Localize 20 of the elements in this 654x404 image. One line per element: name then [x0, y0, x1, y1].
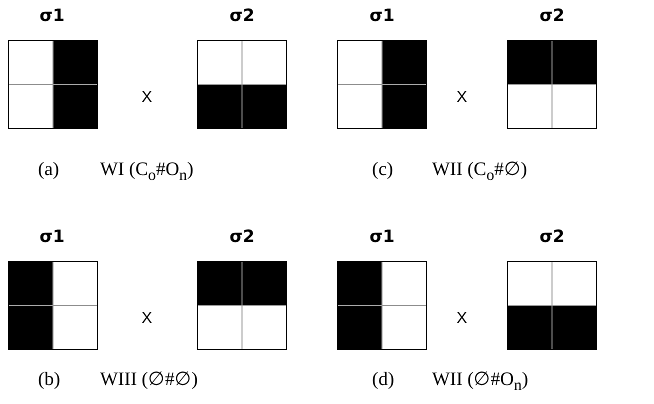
panel-caption: WII (∅#O$_{n}$): [432, 370, 528, 394]
grid-heading: σ2: [230, 8, 255, 25]
panel-caption: WII (C$_{o}$#∅): [432, 160, 528, 184]
grid-heading: σ2: [540, 229, 565, 246]
panel-letter: (c): [372, 160, 394, 179]
operator: X: [456, 90, 468, 106]
grid-heading: σ1: [40, 8, 65, 25]
operator: X: [142, 311, 152, 327]
operator: X: [142, 90, 152, 106]
operator: X: [456, 311, 468, 327]
grid-heading: σ2: [540, 8, 565, 25]
grid-heading: σ1: [370, 8, 395, 25]
grid-heading: σ1: [40, 229, 65, 246]
panel-caption: WI (C$_{o}$#O$_{n}$): [100, 160, 194, 184]
grid-heading: σ1: [370, 229, 395, 246]
panel-caption: WIII (∅#∅): [100, 370, 198, 389]
panel-letter: (d): [372, 370, 394, 389]
grid-heading: σ2: [230, 229, 255, 246]
panel-letter: (b): [38, 370, 60, 389]
panel-letter: (a): [38, 160, 60, 179]
